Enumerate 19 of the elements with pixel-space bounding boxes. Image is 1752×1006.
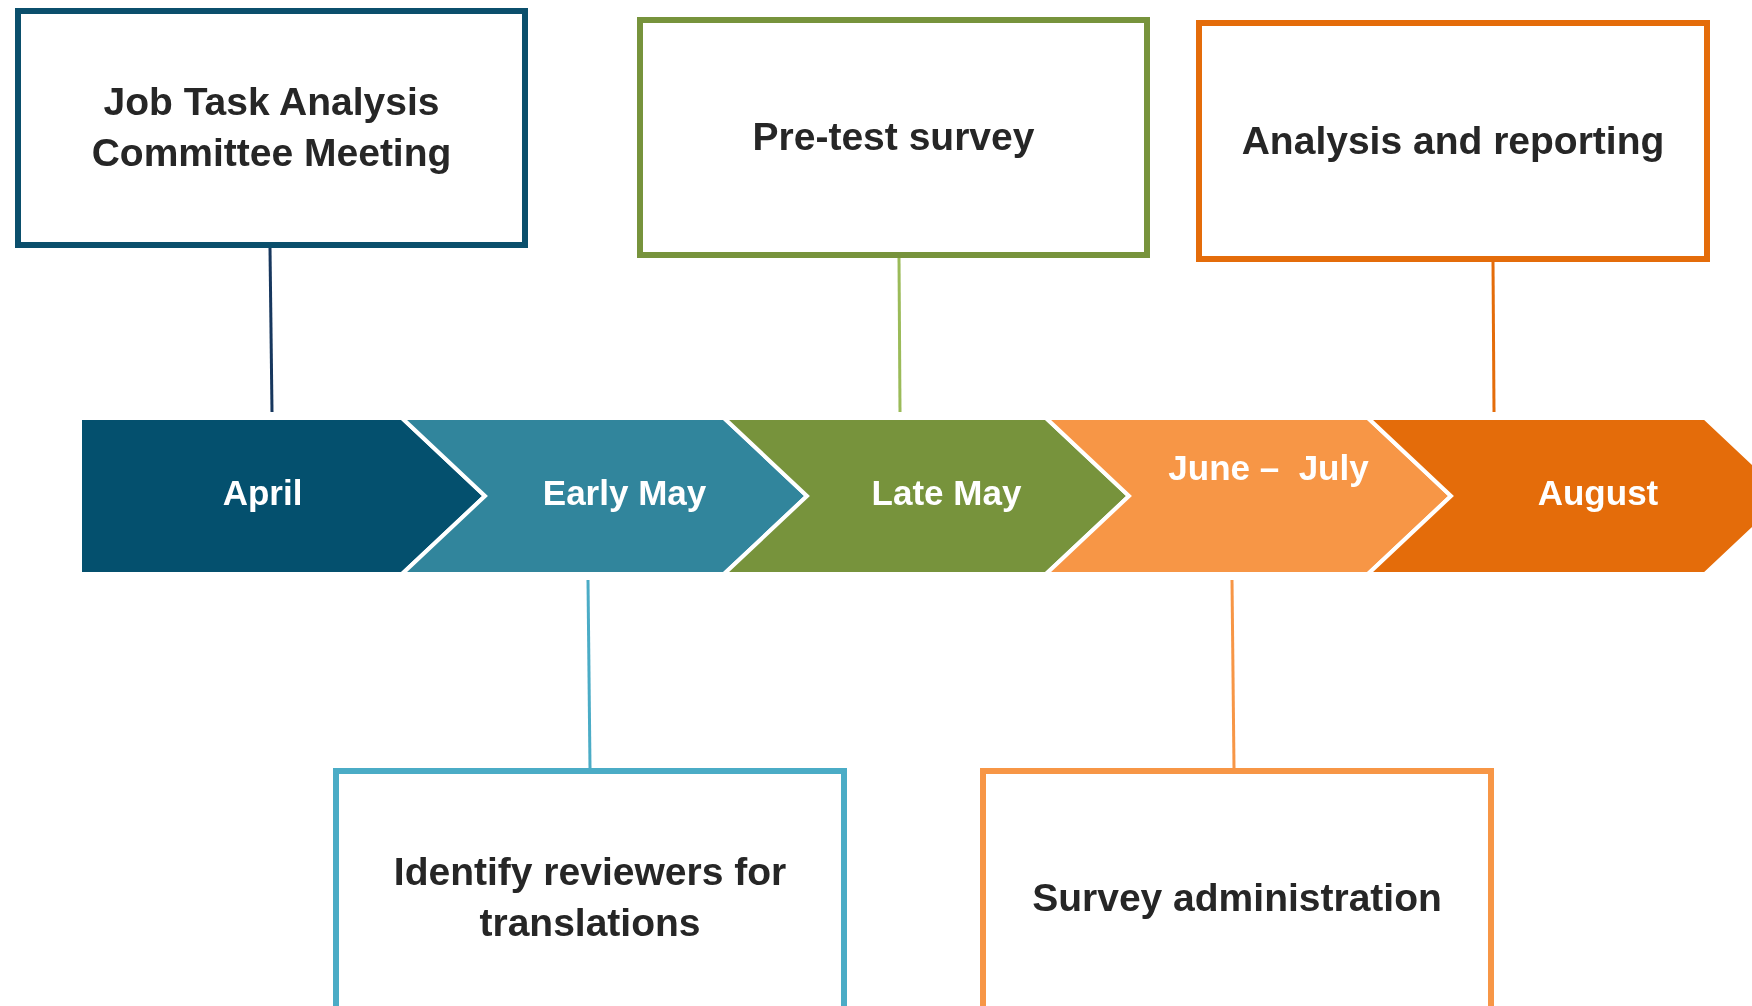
- task-label: Identify reviewers for translations: [392, 849, 788, 946]
- task-box: [1196, 20, 1710, 262]
- task-box: [333, 768, 847, 1006]
- connector-line: [268, 247, 274, 413]
- connector-line: [897, 258, 902, 412]
- task-label: Pre-test survey: [751, 114, 1036, 161]
- month-label: June – July: [1167, 448, 1370, 488]
- month-label: August: [1536, 473, 1660, 513]
- month-label: Late May: [870, 473, 1023, 513]
- connector-line: [1230, 580, 1236, 768]
- connector-line: [586, 580, 592, 768]
- month-label: Early May: [541, 473, 708, 513]
- task-box: [637, 17, 1150, 258]
- task-label: Analysis and reporting: [1240, 117, 1666, 164]
- task-label: Job Task Analysis Committee Meeting: [90, 79, 453, 176]
- task-label: Survey administration: [1031, 874, 1443, 921]
- connector-line: [1491, 262, 1496, 412]
- task-box: [15, 8, 528, 248]
- task-box: [980, 768, 1494, 1006]
